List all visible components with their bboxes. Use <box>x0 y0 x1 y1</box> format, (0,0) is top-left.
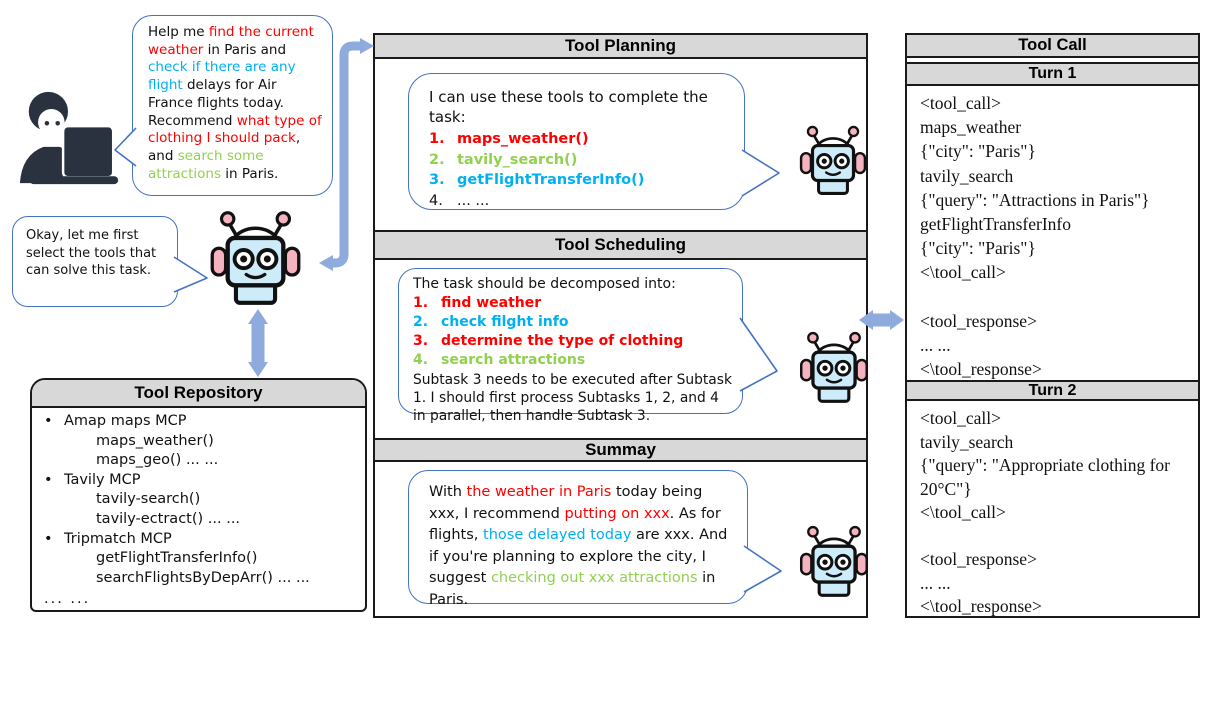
turn-1-header: Turn 1 <box>907 62 1198 86</box>
robot-to-repository-arrow <box>248 309 268 377</box>
tool-call-title: Tool Call <box>907 35 1198 58</box>
scheduling-note: Subtask 3 needs to be executed after Sub… <box>413 372 732 425</box>
user-request-text: Help me find the current weather in Pari… <box>148 24 322 182</box>
scheduling-intro: The task should be decomposed into: <box>413 276 676 292</box>
summary-header: Summay <box>375 438 866 462</box>
tool-repository-title: Tool Repository <box>32 380 365 408</box>
planning-tool-list: 1.maps_weather()2.tavily_search()3.getFl… <box>429 131 645 209</box>
planning-intro: I can use these tools to complete the ta… <box>429 88 708 126</box>
summary-text: With the weather in Paris today being xx… <box>429 484 728 608</box>
assistant-reply-text: Okay, let me first select the tools that… <box>26 228 157 278</box>
planning-bubble: I can use these tools to complete the ta… <box>408 73 745 210</box>
robot-icon <box>799 125 867 196</box>
turn-2-header: Turn 2 <box>907 380 1198 401</box>
robot-icon <box>204 206 307 309</box>
assistant-bubble-tail <box>173 256 208 293</box>
summary-bubble: With the weather in Paris today being xx… <box>408 470 748 608</box>
turn-2-content: <tool_call>tavily_search{"query": "Appro… <box>920 408 1170 616</box>
person-at-laptop-icon <box>19 91 119 185</box>
tool-planning-header: Tool Planning <box>375 35 866 59</box>
scheduling-bubble: The task should be decomposed into: 1.fi… <box>398 268 743 424</box>
tool-scheduling-header: Tool Scheduling <box>375 230 866 260</box>
assistant-reply-bubble: Okay, let me first select the tools that… <box>12 216 178 307</box>
tool-call-panel: Tool Call Turn 1 <tool_call>maps_weather… <box>905 33 1200 618</box>
robot-icon <box>799 525 869 597</box>
robot-icon <box>799 331 869 403</box>
turn-1-content: <tool_call>maps_weather{"city": "Paris"}… <box>920 93 1150 380</box>
user-request-bubble: Help me find the current weather in Pari… <box>132 15 333 196</box>
